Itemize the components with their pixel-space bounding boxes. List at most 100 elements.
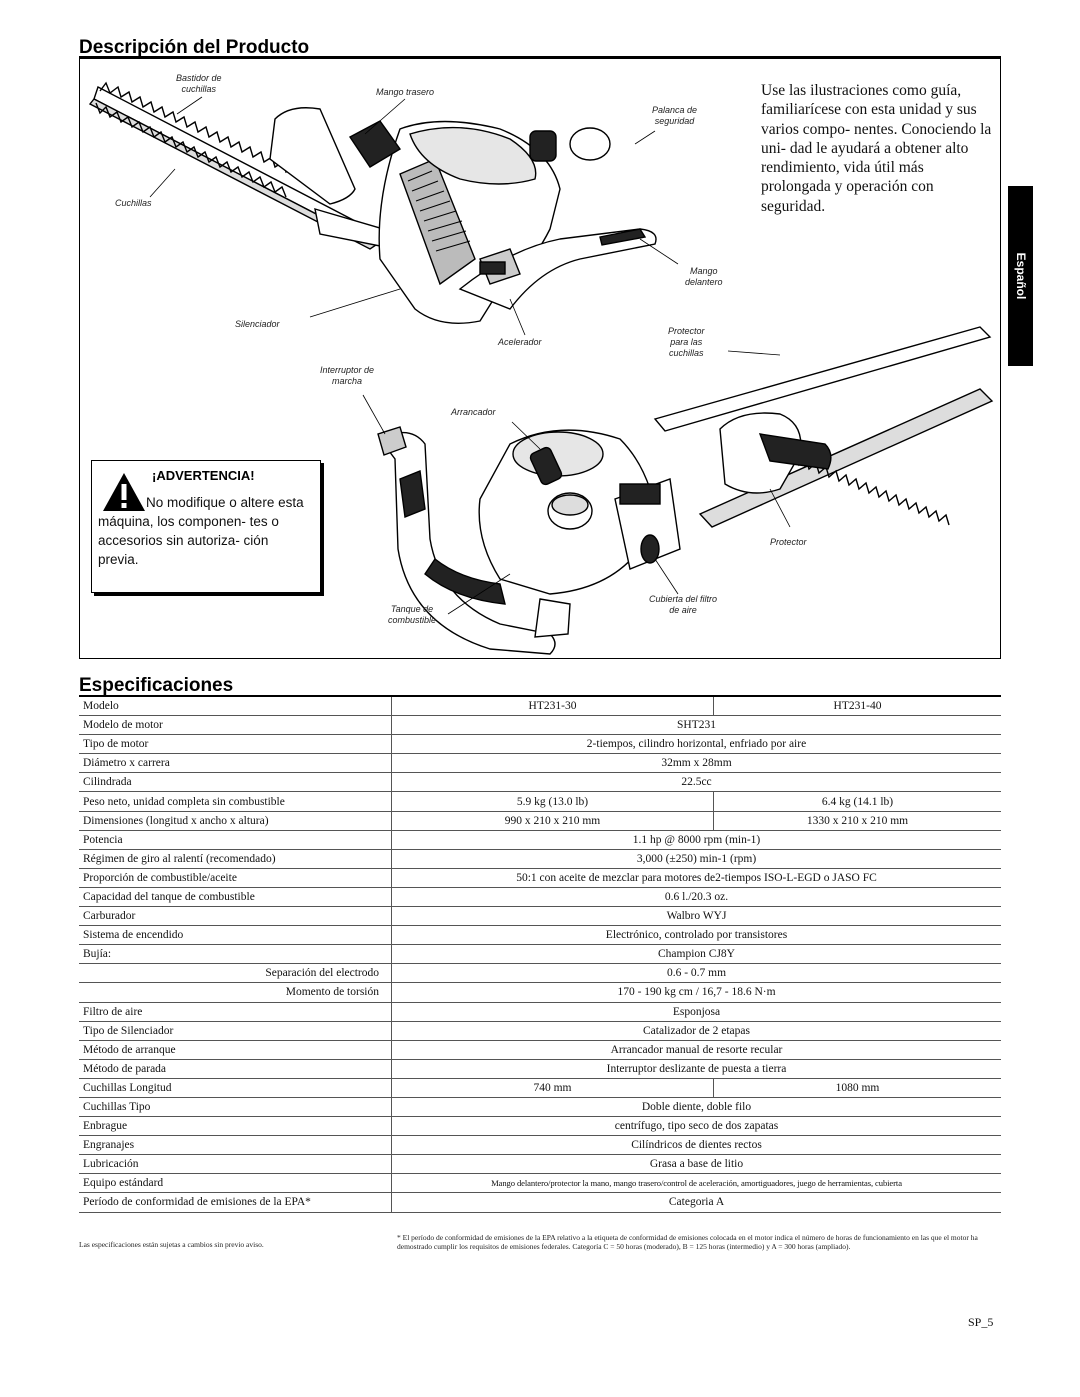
spec-label: Tipo de motor — [79, 734, 392, 755]
spec-label: Método de parada — [79, 1059, 392, 1079]
spec-value-ht231-40: 6.4 kg (14.1 lb) — [713, 791, 1001, 812]
spec-value: Grasa a base de litio — [391, 1154, 1001, 1175]
label-mango-trasero: Mango trasero — [376, 87, 435, 97]
spec-value-ht231-30: 5.9 kg (13.0 lb) — [391, 791, 714, 812]
spec-label: Modelo — [79, 697, 392, 717]
spec-label: Carburador — [79, 906, 392, 927]
callout-lines — [149, 96, 791, 615]
section-title-specs: Especificaciones — [79, 675, 234, 696]
spec-label: Equipo estándard — [79, 1173, 392, 1194]
spec-label: Proporción de combustible/aceite — [79, 868, 392, 888]
label-protector: Protector — [770, 537, 807, 547]
spec-value: Cilíndricos de dientes rectos — [391, 1135, 1001, 1156]
footnote-right: * El período de conformidad de emisiones… — [397, 1233, 978, 1251]
spec-value: 3,000 (±250) min-1 (rpm) — [391, 849, 1001, 869]
label-mango-delantero: Mango delantero — [685, 266, 723, 287]
warning-triangle-icon — [103, 473, 145, 511]
label-palanca-de-seguridad: Palanca de seguridad — [652, 105, 698, 126]
spec-label: Dimensiones (longitud x ancho x altura) — [79, 811, 392, 831]
label-acelerador: Acelerador — [498, 337, 542, 347]
spec-label: Separación del electrodo — [79, 963, 392, 984]
spec-label: Lubricación — [79, 1154, 392, 1175]
table-row: Peso neto, unidad completa sin combustib… — [79, 791, 1001, 812]
spec-value: Esponjosa — [391, 1002, 1001, 1022]
spec-value: Interruptor deslizante de puesta a tierr… — [391, 1059, 1001, 1079]
label-bastidor-de-cuchillas: Bastidor de cuchillas — [176, 73, 222, 94]
spec-value: 32mm x 28mm — [391, 753, 1001, 774]
page-number: SP_5 — [968, 1315, 994, 1329]
spec-label: Cuchillas Tipo — [79, 1097, 392, 1118]
spec-value: Arrancador manual de resorte recular — [391, 1040, 1001, 1060]
spec-value: Mango delantero/protector la mano, mango… — [391, 1173, 1001, 1194]
hedge-trimmer-illustration — [88, 81, 994, 655]
spec-value-ht231-30: 990 x 210 x 210 mm — [391, 811, 714, 831]
spec-value-ht231-40: 1080 mm — [713, 1078, 1001, 1098]
spec-label: Diámetro x carrera — [79, 753, 392, 774]
intro-paragraph: Use las ilustraciones como guía, familia… — [761, 82, 992, 215]
spec-value-ht231-40: 1330 x 210 x 210 mm — [713, 811, 1001, 831]
table-row: Período de conformidad de emisiones de l… — [79, 1192, 1001, 1213]
spec-value: SHT231 — [391, 715, 1001, 736]
label-protector-para-las-cuchillas: Protector para las cuchillas — [668, 326, 705, 358]
spec-label: Capacidad del tanque de combustible — [79, 887, 392, 908]
spec-value: Electrónico, controlado por transistores — [391, 925, 1001, 946]
language-tab: Español — [1008, 186, 1033, 366]
spec-label: Enbrague — [79, 1116, 392, 1137]
spec-label: Engranajes — [79, 1135, 392, 1156]
warning-title: ¡ADVERTENCIA! — [152, 468, 255, 483]
label-cubierta-del-filtro: Cubierta del filtro de aire — [649, 594, 718, 615]
spec-value: 50:1 con aceite de mezclar para motores … — [391, 868, 1001, 888]
spec-value: Categoria A — [391, 1192, 1001, 1213]
table-row: Dimensiones (longitud x ancho x altura)9… — [79, 811, 1001, 831]
spec-label: Sistema de encendido — [79, 925, 392, 946]
warning-box: ¡ADVERTENCIA! No modifique o altere esta… — [91, 460, 321, 593]
title-rule — [79, 56, 1001, 58]
spec-value: Walbro WYJ — [391, 906, 1001, 927]
specs-rule — [79, 695, 1001, 697]
spec-value: Catalizador de 2 etapas — [391, 1021, 1001, 1041]
spec-value-ht231-30: 740 mm — [391, 1078, 714, 1098]
label-interruptor-de-marcha: Interruptor de marcha — [320, 365, 375, 386]
spec-value: 1.1 hp @ 8000 rpm (min-1) — [391, 830, 1001, 850]
label-cuchillas: Cuchillas — [115, 198, 152, 208]
spec-value: 170 - 190 kg cm / 16,7 - 18.6 N·m — [391, 982, 1001, 1003]
spec-value-ht231-30: HT231-30 — [391, 697, 714, 717]
warning-text: No modifique o altere esta máquina, los … — [98, 495, 304, 567]
spec-label: Cilindrada — [79, 772, 392, 793]
top-trimmer-drawing — [88, 81, 657, 324]
spec-label: Tipo de Silenciador — [79, 1021, 392, 1041]
spec-value: Doble diente, doble filo — [391, 1097, 1001, 1118]
spec-value: 2-tiempos, cilindro horizontal, enfriado… — [391, 734, 1001, 755]
spec-label: Bujía: — [79, 944, 392, 965]
spec-label: Peso neto, unidad completa sin combustib… — [79, 791, 392, 812]
spec-label: Modelo de motor — [79, 715, 392, 736]
spec-value: centrífugo, tipo seco de dos zapatas — [391, 1116, 1001, 1137]
section-title-description: Descripción del Producto — [79, 37, 310, 58]
label-arrancador: Arrancador — [451, 407, 496, 417]
table-row: Bujía:Champion CJ8Y — [79, 944, 1001, 965]
spec-value-ht231-40: HT231-40 — [713, 697, 1001, 717]
bottom-trimmer-drawing — [377, 326, 994, 655]
table-row: Régimen de giro al ralentí (recomendado)… — [79, 849, 1001, 869]
spec-value: 22.5cc — [391, 772, 1001, 793]
spec-label: Método de arranque — [79, 1040, 392, 1060]
product-figure-box: Bastidor de cuchillas Mango trasero Pala… — [79, 58, 1001, 659]
